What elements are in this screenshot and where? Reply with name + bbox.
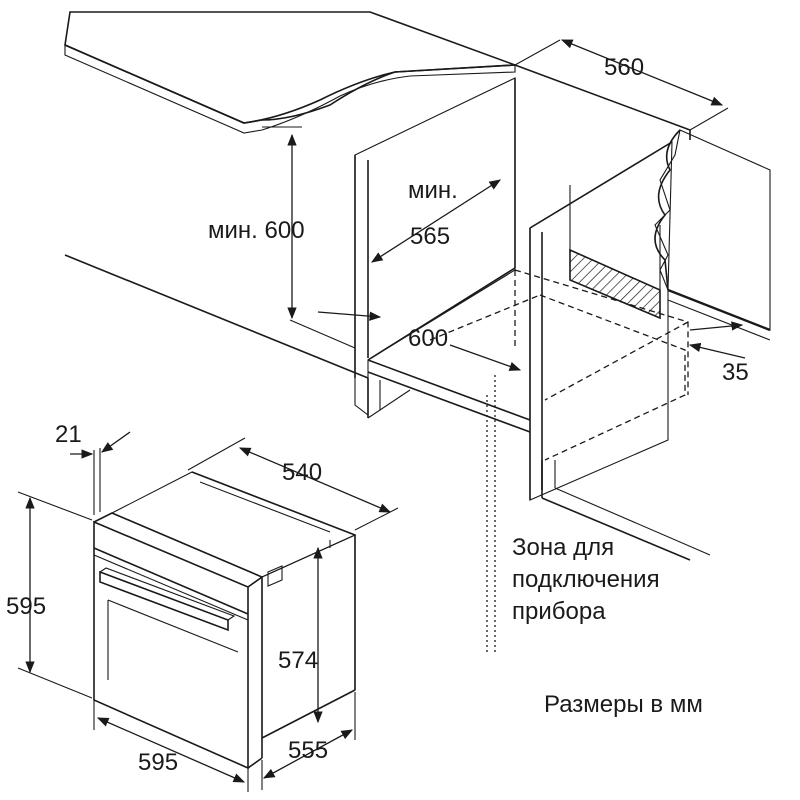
cabinet-right-top bbox=[529, 141, 673, 229]
floor-line-right-2 bbox=[554, 487, 711, 556]
oven-dimensions: 21 540 595 574 595 555 bbox=[6, 421, 399, 792]
label-body-height: 574 bbox=[278, 647, 318, 674]
label-connection-zone-1: Зона для bbox=[512, 534, 614, 561]
dim-niche-width-ext-2 bbox=[689, 107, 729, 131]
label-oven-width: 595 bbox=[138, 749, 178, 776]
oven bbox=[93, 471, 357, 770]
cabinet-floor-front-2 bbox=[367, 371, 531, 433]
wall-right-panel bbox=[654, 129, 771, 331]
label-oven-height: 595 bbox=[6, 593, 46, 620]
dim-oven-width bbox=[96, 717, 246, 783]
dim-total-depth bbox=[262, 729, 354, 779]
cabinet-right-panel bbox=[529, 141, 673, 501]
dim-height-ext-1 bbox=[17, 491, 93, 521]
label-total-depth: 555 bbox=[288, 737, 328, 764]
label-niche-depth-1: мин. bbox=[408, 177, 458, 204]
oven-door-handle-end bbox=[99, 567, 236, 621]
ventilation-cutout bbox=[569, 248, 661, 320]
label-connection-zone-3: прибора bbox=[512, 598, 606, 625]
countertop-front-face bbox=[64, 44, 516, 134]
label-side-gap: 35 bbox=[722, 359, 749, 386]
floor-line-mid bbox=[289, 319, 356, 349]
connection-zone-label: Зона для подключения прибора bbox=[512, 534, 660, 625]
dim-height-ext-2 bbox=[17, 667, 93, 699]
floor-line-right bbox=[541, 497, 691, 561]
label-body-depth: 540 bbox=[282, 459, 322, 486]
oven-body-bottom bbox=[261, 689, 356, 739]
countertop-surface bbox=[64, 11, 516, 124]
oven-control-strip-line bbox=[93, 547, 249, 615]
cabinet-left-foot bbox=[367, 389, 411, 419]
wall-cut-edge bbox=[654, 129, 681, 291]
oven-door-handle bbox=[99, 570, 229, 632]
dim-niche-depth-lead bbox=[317, 311, 382, 321]
dim-front-thickness-b bbox=[101, 431, 131, 453]
dim-side-gap-2 bbox=[688, 342, 746, 359]
oven-position-outline-2 bbox=[429, 294, 686, 461]
wall-top bbox=[514, 64, 691, 140]
label-units-note: Размеры в мм bbox=[544, 691, 703, 718]
cabinet-floor-left bbox=[367, 267, 516, 361]
oven-front-panel-thickness bbox=[93, 512, 264, 588]
label-connection-zone-2: подключения bbox=[512, 566, 660, 593]
oven-body-top-back bbox=[191, 471, 356, 536]
dim-niche-width-ext bbox=[514, 39, 561, 66]
dim-body-depth-ext-1 bbox=[187, 437, 246, 471]
floor-line-left bbox=[64, 254, 369, 379]
label-niche-depth-2: 565 bbox=[410, 223, 450, 250]
dim-body-depth-ext-2 bbox=[354, 507, 399, 531]
label-niche-bottom: 600 bbox=[408, 325, 448, 352]
oven-body-top-inner bbox=[199, 481, 331, 533]
dim-niche-bottom bbox=[449, 344, 522, 371]
niche-dimensions: мин. 600 мин. 565 560 600 35 bbox=[208, 39, 749, 386]
oven-front-panel bbox=[93, 520, 249, 770]
cabinet-floor-front bbox=[367, 359, 531, 421]
oven-front-bottom-corner bbox=[247, 757, 263, 769]
oven-body-side bbox=[261, 534, 356, 739]
wall-floor-edge-2 bbox=[667, 299, 771, 341]
floor bbox=[64, 254, 711, 556]
cabinet-niche bbox=[354, 77, 691, 655]
label-niche-height: мин. 600 bbox=[208, 217, 305, 244]
dim-niche-width bbox=[560, 39, 724, 106]
dim-body-depth bbox=[238, 447, 392, 513]
label-front-thickness: 21 bbox=[55, 421, 82, 448]
oven-door-inner bbox=[107, 599, 239, 680]
oven-position-outline bbox=[514, 269, 689, 401]
countertop bbox=[64, 11, 516, 134]
label-niche-width: 560 bbox=[604, 54, 644, 81]
oven-side-bracket bbox=[267, 565, 283, 587]
dim-side-gap-1 bbox=[689, 321, 744, 331]
wall-floor-edge bbox=[667, 288, 771, 332]
oven-control-strip-line-2 bbox=[93, 554, 249, 621]
dim-niche-depth bbox=[371, 179, 501, 263]
